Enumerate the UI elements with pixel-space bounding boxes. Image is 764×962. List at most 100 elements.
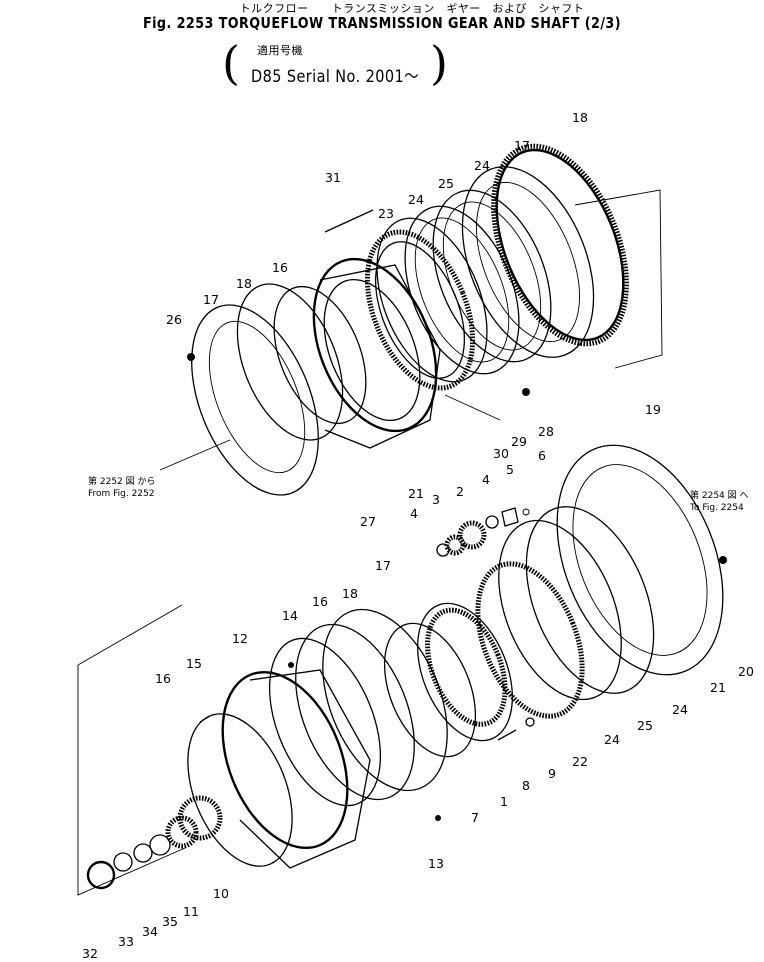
callout-label: 34 bbox=[142, 924, 158, 939]
part-14-ball bbox=[288, 662, 294, 668]
callout-label: 18 bbox=[572, 110, 588, 125]
callout-label: 24 bbox=[474, 158, 490, 173]
callout-label: 2 bbox=[456, 484, 464, 499]
part-8-bolt bbox=[497, 729, 517, 741]
part-23-ring-gear-upper bbox=[364, 229, 476, 391]
japanese-title: トルクフロー トランスミッション ギヤー および シャフト bbox=[239, 2, 585, 15]
callout-label: 6 bbox=[538, 448, 546, 463]
callout-label: 9 bbox=[548, 766, 556, 781]
part-17-plate-upper-left bbox=[191, 304, 319, 496]
callout-label: 24 bbox=[604, 732, 620, 747]
from-fig-en: From Fig. 2252 bbox=[88, 489, 155, 499]
part-27-housing-upper bbox=[312, 257, 441, 449]
callout-label: 17 bbox=[203, 292, 219, 307]
upper-assembly bbox=[159, 143, 663, 496]
part-25-disc-lower bbox=[525, 506, 655, 694]
part-12-housing-lower bbox=[221, 669, 371, 869]
callout-label: 33 bbox=[118, 934, 134, 949]
part-16-snap-ring-lower-left bbox=[187, 713, 293, 867]
part-6-ring bbox=[522, 508, 530, 516]
callout-label: 25 bbox=[637, 718, 653, 733]
part-16-snap-ring-upper bbox=[273, 285, 367, 425]
part-5-shaft bbox=[501, 507, 519, 527]
figure-title: Fig. 2253 TORQUEFLOW TRANSMISSION GEAR A… bbox=[143, 14, 621, 32]
callout-label: 32 bbox=[82, 946, 98, 961]
callout-label: 8 bbox=[522, 778, 530, 793]
callout-label: 3 bbox=[432, 492, 440, 507]
callouts: 18 17 24 25 31 24 23 16 18 17 26 28 29 3… bbox=[82, 110, 754, 961]
callout-label: 11 bbox=[183, 904, 199, 919]
part-24-disc-upper-2 bbox=[376, 217, 488, 383]
part-18-drum-lower bbox=[295, 623, 415, 801]
part-35-ring bbox=[149, 834, 171, 856]
callout-label: 26 bbox=[166, 312, 182, 327]
bracket-line-upper-right bbox=[574, 189, 663, 369]
callout-label: 18 bbox=[236, 276, 252, 291]
callout-label: 10 bbox=[213, 886, 229, 901]
part-33-washer bbox=[113, 852, 133, 872]
applicability-label-jp: 適用号機 bbox=[257, 44, 303, 57]
callout-label: 30 bbox=[493, 446, 509, 461]
callout-label: 28 bbox=[538, 424, 554, 439]
part-24-disc-lower bbox=[498, 519, 622, 701]
part-1-carrier bbox=[416, 602, 514, 742]
callout-label: 24 bbox=[672, 702, 688, 717]
callout-label: 1 bbox=[500, 794, 508, 809]
part-9-washer bbox=[525, 717, 535, 727]
part-19-cover bbox=[556, 444, 724, 676]
callout-label: 29 bbox=[511, 434, 527, 449]
from-fig-leader bbox=[159, 439, 231, 471]
part-31-pin bbox=[324, 209, 374, 233]
part-28-ball bbox=[522, 388, 530, 396]
callout-label: 14 bbox=[282, 608, 298, 623]
part-16-snap-ring-lower bbox=[268, 637, 382, 807]
callout-label: 19 bbox=[645, 402, 661, 417]
part-18-drum-upper-left bbox=[236, 283, 344, 441]
callout-label: 12 bbox=[232, 631, 248, 646]
callout-label: 18 bbox=[342, 586, 358, 601]
callout-label: 25 bbox=[438, 176, 454, 191]
to-fig-jp: 第 2254 図 へ bbox=[690, 489, 749, 501]
to-fig-en: To Fig. 2254 bbox=[689, 503, 744, 513]
part-2-idler-gear bbox=[457, 520, 487, 550]
callout-label: 4 bbox=[410, 506, 418, 521]
middle-small-parts bbox=[436, 507, 530, 557]
part-32-bearing bbox=[86, 860, 116, 890]
lower-assembly bbox=[77, 444, 727, 896]
part-25-disc-upper bbox=[404, 205, 520, 375]
part-34-spacer bbox=[133, 843, 153, 863]
from-fig-jp: 第 2252 図 から bbox=[88, 475, 156, 487]
callout-label: 16 bbox=[272, 260, 288, 275]
part-30-bolt bbox=[444, 394, 501, 421]
right-parenthesis: ) bbox=[430, 36, 448, 90]
callout-label: 7 bbox=[471, 810, 479, 825]
part-15-pin bbox=[199, 715, 211, 723]
part-17-plate-lower bbox=[322, 608, 448, 792]
part-7-hub bbox=[383, 622, 477, 758]
callout-label: 21 bbox=[710, 680, 726, 695]
callout-label: 13 bbox=[428, 856, 444, 871]
callout-label: 15 bbox=[186, 656, 202, 671]
callout-label: 5 bbox=[506, 462, 514, 477]
part-10-gear bbox=[177, 795, 223, 841]
callout-label: 35 bbox=[162, 914, 178, 929]
part-11-bearing bbox=[165, 815, 199, 849]
left-parenthesis: ( bbox=[222, 36, 240, 90]
callout-label: 4 bbox=[482, 472, 490, 487]
callout-label: 16 bbox=[312, 594, 328, 609]
serial-applicability: D85 Serial No. 2001～ bbox=[251, 67, 419, 87]
callout-label: 17 bbox=[375, 558, 391, 573]
callout-label: 27 bbox=[360, 514, 376, 529]
callout-label: 23 bbox=[378, 206, 394, 221]
callout-label: 16 bbox=[155, 671, 171, 686]
callout-label: 20 bbox=[738, 664, 754, 679]
part-13-ball bbox=[435, 815, 441, 821]
bracket-line-lower-left bbox=[77, 604, 186, 896]
callout-label: 21 bbox=[408, 486, 424, 501]
callout-label: 31 bbox=[325, 170, 341, 185]
part-17-plate-upper bbox=[461, 166, 595, 358]
callout-label: 22 bbox=[572, 754, 588, 769]
part-20-bolt bbox=[719, 556, 727, 564]
callout-label: 17 bbox=[514, 138, 530, 153]
